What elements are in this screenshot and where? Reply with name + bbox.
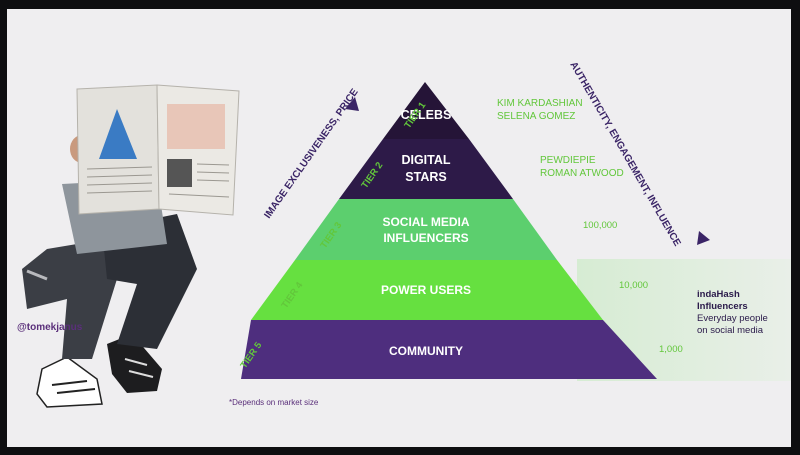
tier2-example-1: PEWDIEPIE — [540, 155, 596, 166]
tier2-label-line2: STARS — [405, 170, 446, 184]
slide: @tomekjanus CELEBS DIGITAL STARS SOCIAL … — [7, 9, 791, 447]
tier3-label-line2: INFLUENCERS — [383, 231, 468, 245]
tier1-example-2: SELENA GOMEZ — [497, 111, 575, 122]
tier3-count: 100,000 — [583, 220, 617, 231]
tier3-label-line1: SOCIAL MEDIA — [382, 215, 469, 229]
arrow-down-icon — [697, 231, 710, 245]
indahash-callout: indaHash Influencers Everyday people on … — [697, 289, 789, 337]
tier4-label: POWER USERS — [381, 283, 471, 297]
tier4-count: 10,000 — [619, 280, 648, 291]
callout-title-line2: Influencers — [697, 301, 748, 312]
tier-power-users-shape — [251, 260, 603, 320]
tier2-label-line1: DIGITAL — [401, 153, 450, 167]
tier1-example-1: KIM KARDASHIAN — [497, 98, 583, 109]
tier-celebs-shape — [383, 82, 469, 139]
pyramid-diagram: CELEBS DIGITAL STARS SOCIAL MEDIA INFLUE… — [238, 60, 791, 381]
tier-social-media-shape — [295, 199, 557, 260]
tier5-label: COMMUNITY — [389, 344, 463, 358]
tier1-label: CELEBS — [401, 108, 452, 122]
tier2-example-2: ROMAN ATWOOD — [540, 168, 624, 179]
tier-digital-stars-shape — [339, 139, 513, 199]
callout-title-line1: indaHash — [697, 289, 740, 300]
callout-body-line2: on social media — [697, 325, 764, 336]
footnote: *Depends on market size — [229, 398, 319, 407]
tier5-count: 1,000 — [659, 344, 683, 355]
photo-handle: @tomekjanus — [17, 322, 83, 333]
tier-community-shape — [241, 320, 657, 379]
arrow-up-icon — [345, 97, 359, 111]
callout-body-line1: Everyday people — [697, 313, 768, 324]
person-reading-newspaper-icon — [22, 84, 240, 408]
